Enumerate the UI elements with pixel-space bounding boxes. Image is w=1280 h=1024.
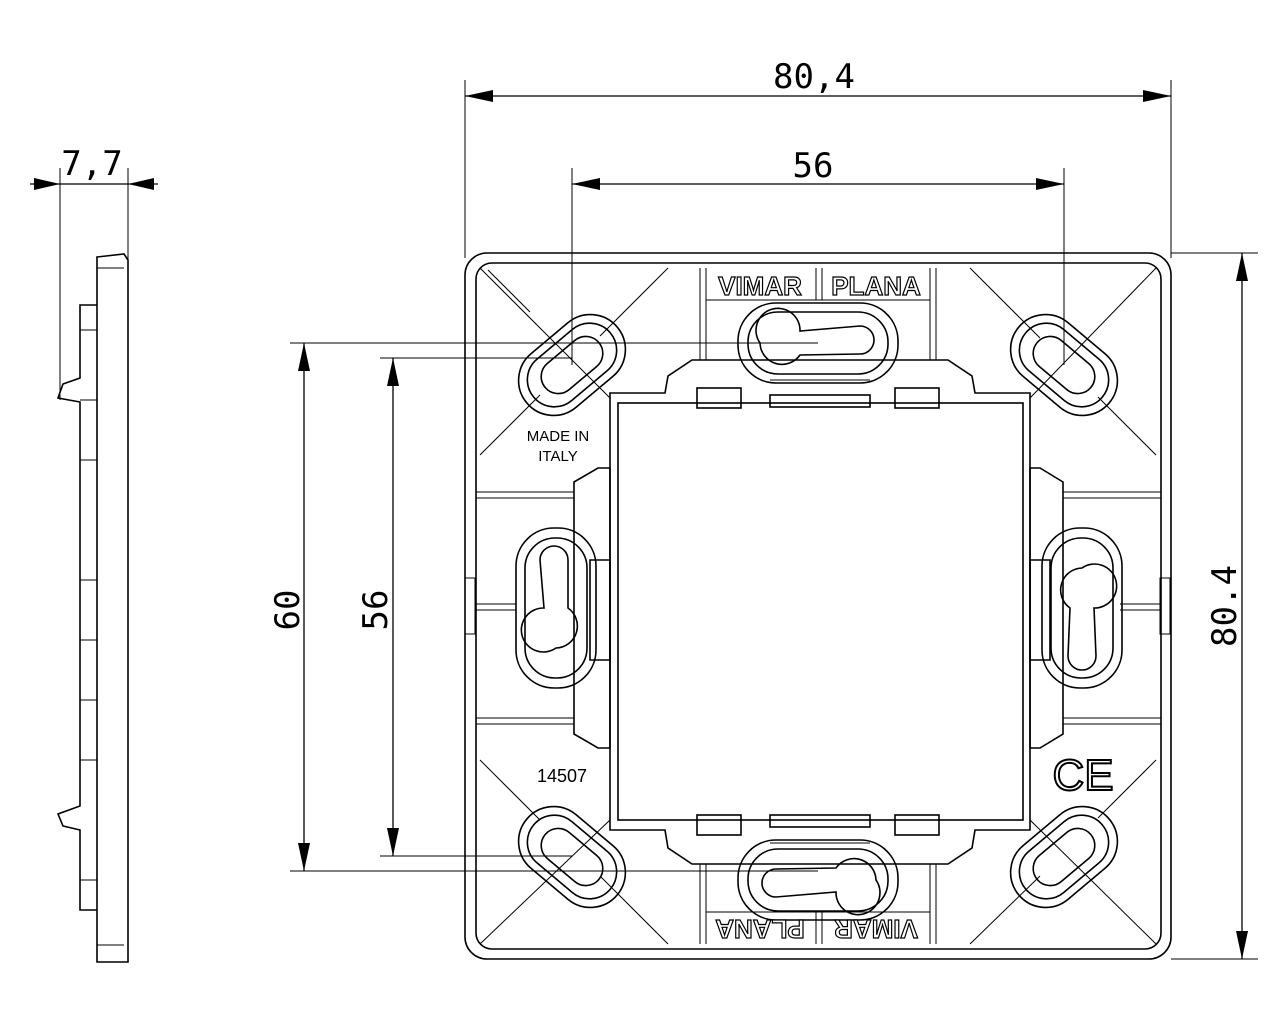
- front-view: [464, 252, 1172, 960]
- slot-top-right: [1009, 313, 1119, 417]
- marking-brand-bottom: VIMAR: [834, 914, 918, 944]
- marking-origin-line2: ITALY: [538, 448, 577, 465]
- dimension-hole-spacing-horizontal: 56: [793, 146, 834, 186]
- dimension-overall-width: 80,4: [773, 57, 855, 97]
- keyhole-left: [515, 527, 597, 689]
- ce-mark: CE: [1052, 751, 1113, 800]
- keyhole-bottom: [737, 839, 899, 921]
- marking-line-bottom: PLANA: [715, 914, 805, 944]
- marking-part-number: 14507: [537, 766, 587, 786]
- slot-bottom-left: [517, 805, 627, 909]
- marking-line-top: PLANA: [831, 271, 921, 301]
- dimension-side-thickness: 7,7: [61, 144, 122, 184]
- marking-brand-top: VIMAR: [718, 271, 802, 301]
- slot-bottom-right: [1009, 805, 1119, 909]
- side-view: [30, 168, 158, 963]
- keyhole-right: [1041, 527, 1123, 689]
- marking-origin-line1: MADE IN: [527, 428, 590, 445]
- dimension-hole-spacing-vertical-inner: 56: [356, 590, 396, 631]
- dimension-hole-spacing-vertical-outer: 60: [268, 590, 308, 631]
- dimension-overall-height: 80.4: [1205, 565, 1245, 647]
- dimension-lines: [290, 80, 1258, 960]
